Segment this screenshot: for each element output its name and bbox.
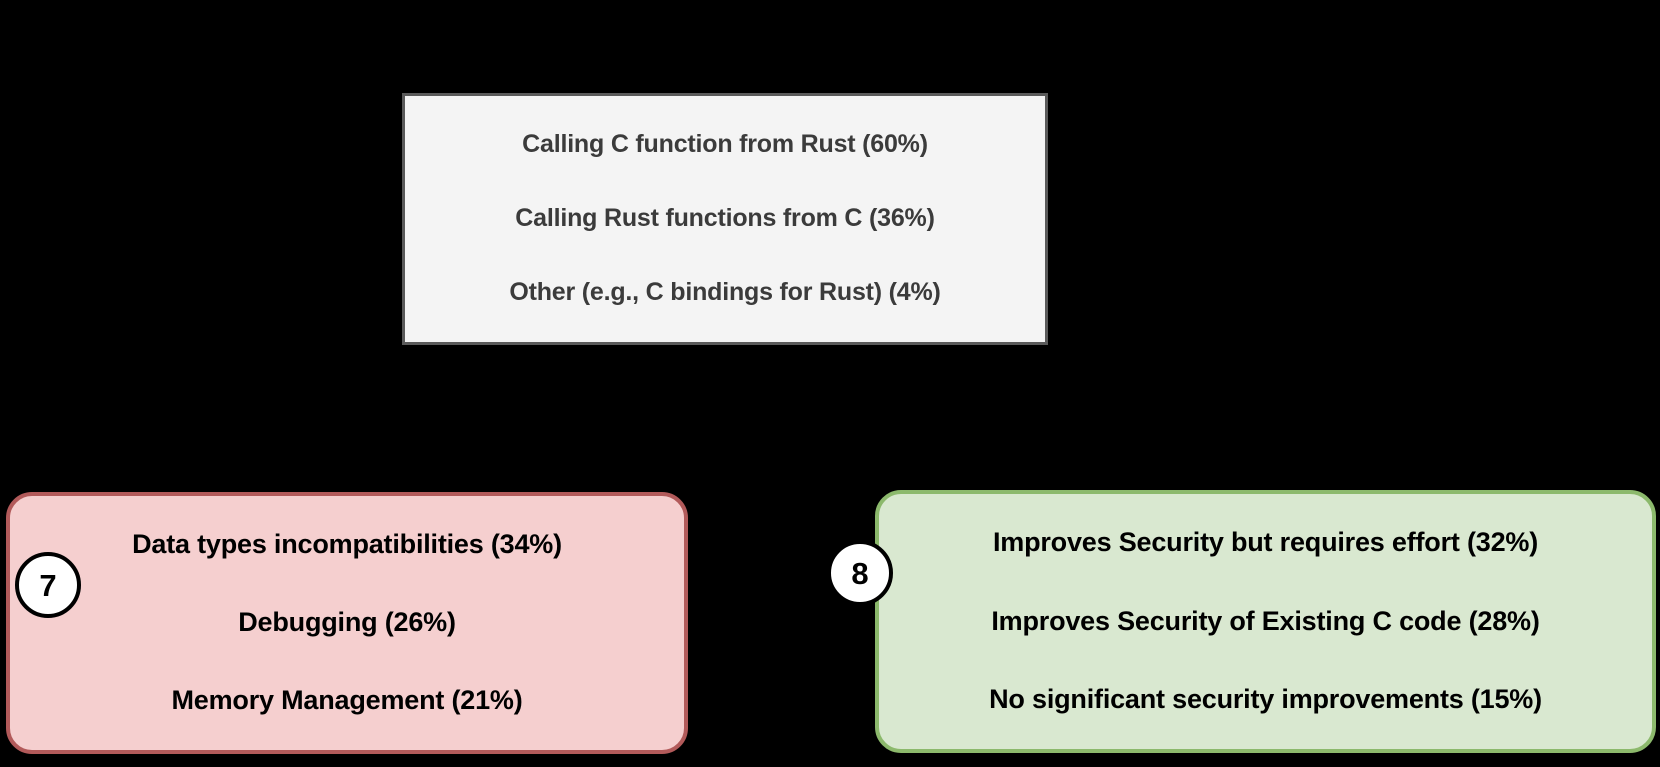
challenges-line-1: Data types incompatibilities (34%) <box>132 529 562 560</box>
security-box: Improves Security but requires effort (3… <box>875 490 1656 753</box>
interop-usage-line-3: Other (e.g., C bindings for Rust) (4%) <box>509 278 941 307</box>
security-line-1: Improves Security but requires effort (3… <box>992 527 1539 558</box>
security-line-2: Improves Security of Existing C code (28… <box>991 605 1540 636</box>
interop-usage-line-2: Calling Rust functions from C (36%) <box>515 204 935 233</box>
security-line-3: No significant security improvements (15… <box>989 683 1542 714</box>
challenges-line-3: Memory Management (21%) <box>171 685 523 716</box>
security-badge-number: 8 <box>827 540 893 606</box>
challenges-line-2: Debugging (26%) <box>238 607 456 638</box>
interop-usage-line-1: Calling C function from Rust (60%) <box>522 130 928 159</box>
interop-usage-box: Calling C function from Rust (60%) Calli… <box>402 93 1048 345</box>
challenges-badge-number: 7 <box>15 552 81 618</box>
challenges-box: Data types incompatibilities (34%) Debug… <box>6 492 688 754</box>
